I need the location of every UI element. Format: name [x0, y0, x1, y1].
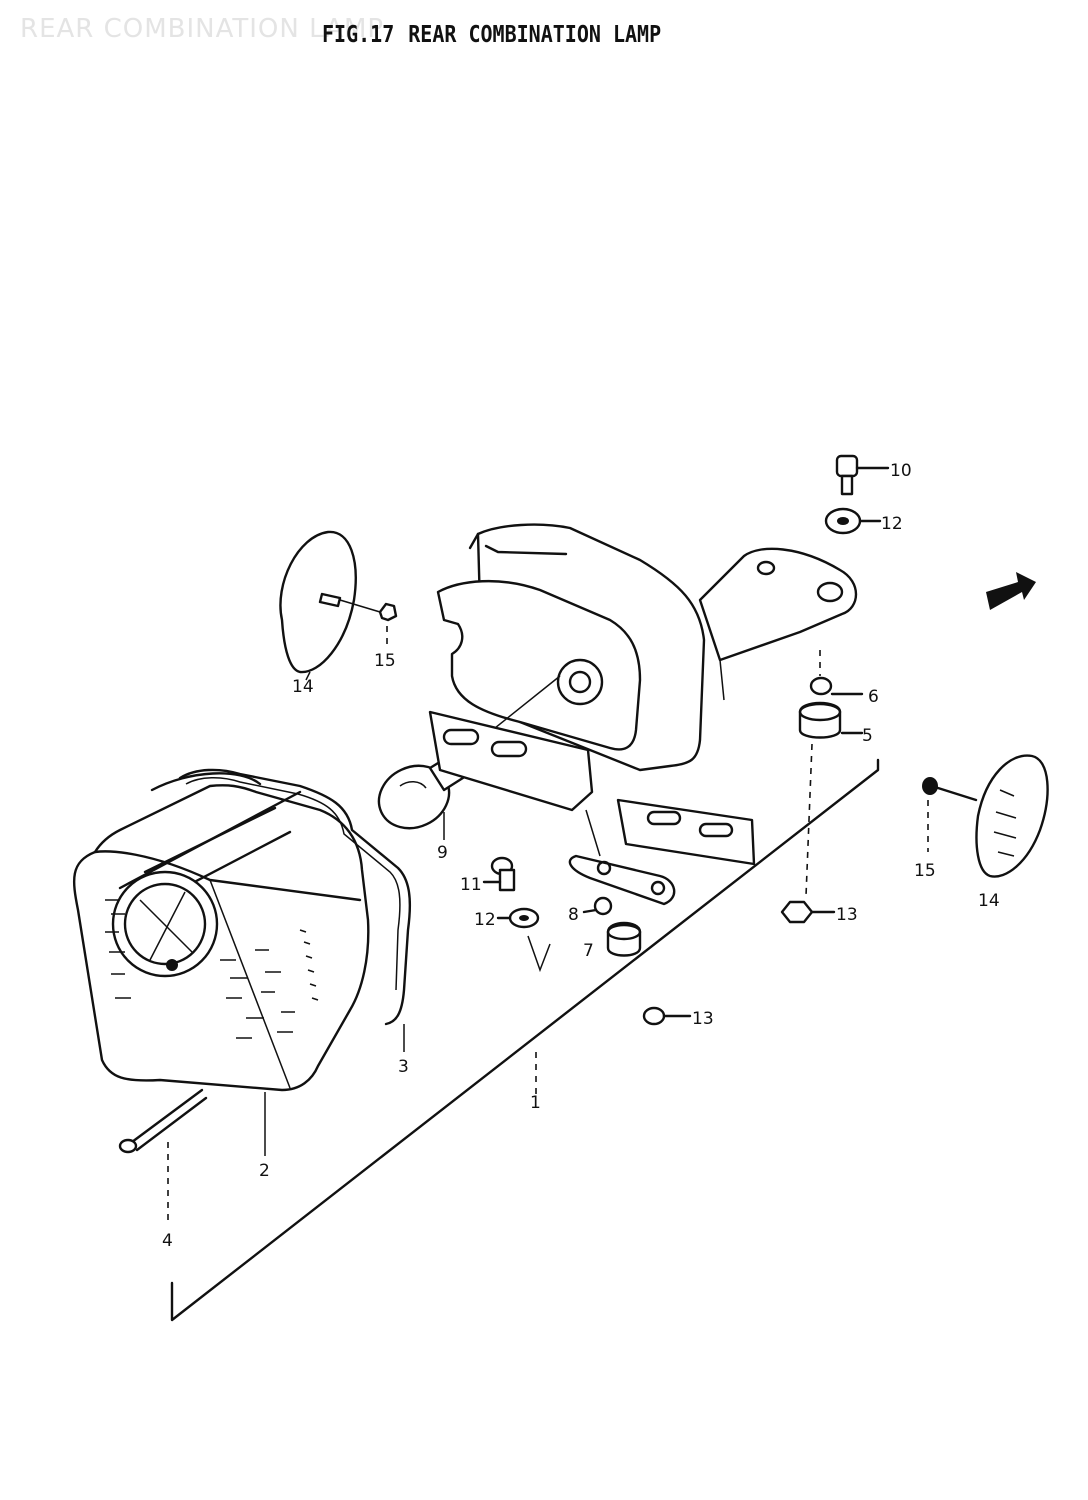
leader-lines: [167, 671, 445, 1226]
small-fasteners: [482, 856, 692, 1026]
callout-14-right: 14: [978, 891, 1000, 911]
bolt: [835, 454, 890, 496]
callout-10: 10: [890, 461, 912, 481]
callout-9: 9: [437, 843, 448, 863]
callout-2: 2: [259, 1161, 270, 1181]
cushion: [798, 650, 864, 897]
callout-6: 6: [868, 687, 879, 707]
assembly-bracket: [170, 758, 880, 1322]
callout-12-upper: 12: [881, 514, 903, 534]
callout-12-lower: 12: [474, 910, 496, 930]
lens-gasket: [178, 768, 412, 1026]
callout-3: 3: [398, 1057, 409, 1077]
callout-8: 8: [568, 905, 579, 925]
callout-labels: 1 2 3 4 5 6 7 8 9 10 11 12 12 13 13 14 1…: [162, 461, 1000, 1251]
reflector-left: [279, 530, 398, 674]
lamp-base: [436, 523, 706, 772]
washer: [824, 507, 882, 535]
callout-4: 4: [162, 1231, 173, 1251]
lens-screw: [118, 1088, 208, 1154]
plate-bracket: [428, 710, 756, 906]
callout-7: 7: [583, 941, 594, 961]
callout-1: 1: [530, 1093, 541, 1113]
figure-title: FIG.17 REAR COMBINATION LAMP: [322, 20, 675, 48]
callout-14-left: 14: [292, 677, 314, 697]
reflector-right: [922, 754, 1049, 878]
forward-arrow-icon: [986, 572, 1036, 610]
callout-11: 11: [460, 875, 482, 895]
callout-13-lower: 13: [692, 1009, 714, 1029]
callout-5: 5: [862, 726, 873, 746]
figure-name: REAR COMBINATION LAMP: [408, 20, 662, 48]
figure-number: FIG.17: [322, 20, 395, 48]
mounting-bracket: [698, 547, 858, 701]
callout-13-right: 13: [836, 905, 858, 925]
watermark: REAR COMBINATION LAMP: [20, 14, 385, 44]
lens-texture: [105, 899, 319, 1039]
callout-15-right: 15: [914, 861, 936, 881]
nut: [780, 900, 836, 924]
callout-15-left: 15: [374, 651, 396, 671]
lamp-lens: [72, 772, 370, 1092]
